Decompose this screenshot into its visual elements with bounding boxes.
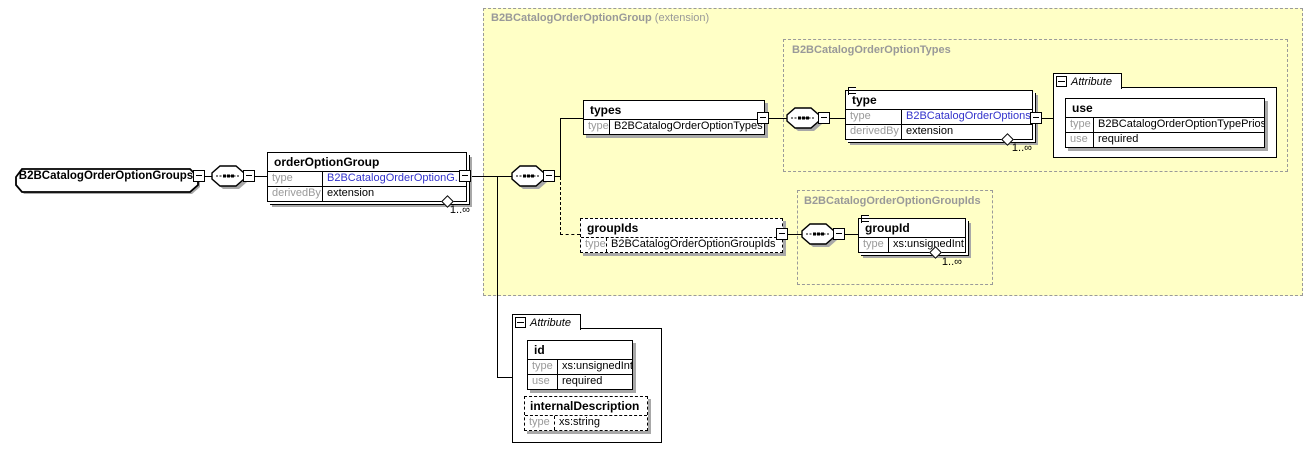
root-element-shape[interactable] (11, 163, 207, 195)
collapse-button[interactable] (1056, 76, 1067, 87)
element-title: groupIds (581, 219, 782, 238)
sequence-icon[interactable] (211, 163, 251, 193)
collapse-button[interactable] (193, 170, 205, 182)
connector (769, 118, 787, 119)
connector (560, 118, 561, 177)
occurs-label: 1..∞ (1011, 142, 1032, 154)
connector (1042, 118, 1053, 119)
attribute-box-use[interactable]: use type B2BCatalogOrderOptionTypePrios … (1065, 98, 1265, 148)
sequence-icon[interactable] (511, 163, 551, 193)
row-value: extension (327, 187, 375, 199)
row-value: B2BCatalogOrderOptionTypePrios (1098, 118, 1264, 130)
row-label: type (268, 172, 323, 186)
region-extension-name: B2BCatalogOrderOptionGroup (491, 12, 652, 24)
collapse-button[interactable] (833, 228, 845, 240)
attribute-title: id (528, 341, 632, 360)
row-value: xs:unsignedInt (893, 238, 964, 250)
occurs-label: 1..∞ (941, 256, 962, 268)
sequence-icon[interactable] (786, 105, 826, 135)
type-link[interactable]: B2BCatalogOrderOptions (906, 110, 1031, 122)
attribute-title: use (1066, 99, 1264, 118)
collapse-button[interactable] (818, 112, 830, 124)
annotation-icon (848, 87, 856, 95)
row-value: B2BCatalogOrderOptionTypes (614, 120, 763, 132)
connector (845, 234, 858, 235)
collapse-button[interactable] (1030, 112, 1042, 124)
attribute-tab-label: Attribute (530, 316, 571, 329)
collapse-button[interactable] (459, 170, 471, 182)
connector (471, 176, 512, 177)
region-optiongroupids-label: B2BCatalogOrderOptionGroupIds (804, 195, 981, 207)
connector (830, 118, 845, 119)
collapse-button[interactable] (757, 112, 769, 124)
attribute-tab: Attribute (1053, 73, 1122, 89)
connector (497, 377, 513, 378)
connector-optional (560, 234, 580, 235)
element-title: types (584, 101, 764, 120)
element-title: groupId (859, 219, 965, 238)
attribute-title: internalDescription (525, 397, 647, 416)
connector (788, 234, 803, 235)
row-label: type (528, 360, 558, 374)
row-label: use (1066, 133, 1094, 147)
element-box-types[interactable]: types type B2BCatalogOrderOptionTypes (583, 100, 765, 135)
attribute-tab: Attribute (512, 314, 581, 330)
occurs-label: 1..∞ (449, 204, 470, 216)
region-optiontypes (783, 39, 1288, 172)
connector (560, 118, 583, 119)
row-label: use (528, 375, 558, 389)
annotation-icon (861, 215, 869, 223)
region-optiontypes-label: B2BCatalogOrderOptionTypes (792, 44, 951, 56)
connector (205, 176, 212, 177)
connector (555, 176, 561, 177)
row-value: xs:string (559, 416, 600, 428)
element-box-orderOptionGroup[interactable]: orderOptionGroup type B2BCatalogOrderOpt… (267, 152, 467, 202)
row-value: xs:unsignedInt (562, 360, 632, 372)
collapse-button[interactable] (515, 317, 526, 328)
region-extension-suffix: (extension) (651, 12, 710, 24)
row-value: required (1098, 133, 1139, 145)
collapse-button[interactable] (243, 170, 255, 182)
region-extension-label: B2BCatalogOrderOptionGroup (extension) (491, 12, 709, 24)
sequence-icon[interactable] (801, 221, 841, 251)
connector (497, 177, 498, 378)
row-value: required (562, 375, 603, 387)
collapse-button[interactable] (776, 228, 788, 240)
row-label: derivedBy (846, 125, 902, 139)
row-label: type (846, 110, 902, 124)
element-box-groupIds[interactable]: groupIds type B2BCatalogOrderOptionGroup… (580, 218, 783, 253)
row-label: type (584, 120, 610, 134)
element-title: type (846, 91, 1032, 110)
collapse-button[interactable] (543, 170, 555, 182)
row-label: derivedBy (268, 187, 323, 201)
attribute-tab-label: Attribute (1071, 75, 1112, 88)
row-value: extension (906, 125, 954, 137)
type-link[interactable]: B2BCatalogOrderOptionG... (327, 172, 464, 184)
element-title: orderOptionGroup (268, 153, 466, 172)
row-label: type (1066, 118, 1094, 132)
row-label: type (581, 238, 607, 252)
root-element-label: B2BCatalogOrderOptionGroups (18, 170, 194, 182)
region-optiongroupids (797, 190, 993, 285)
connector (255, 176, 267, 177)
attribute-box-internalDescription[interactable]: internalDescription type xs:string (524, 396, 648, 431)
element-box-groupId[interactable]: groupId type xs:unsignedInt (858, 215, 966, 253)
element-box-type[interactable]: type type B2BCatalogOrderOptions derived… (845, 87, 1033, 140)
connector-optional (560, 177, 561, 235)
row-label: type (859, 238, 889, 252)
attribute-box-id[interactable]: id type xs:unsignedInt use required (527, 340, 633, 390)
row-value: B2BCatalogOrderOptionGroupIds (611, 238, 776, 250)
row-label: type (525, 416, 555, 430)
